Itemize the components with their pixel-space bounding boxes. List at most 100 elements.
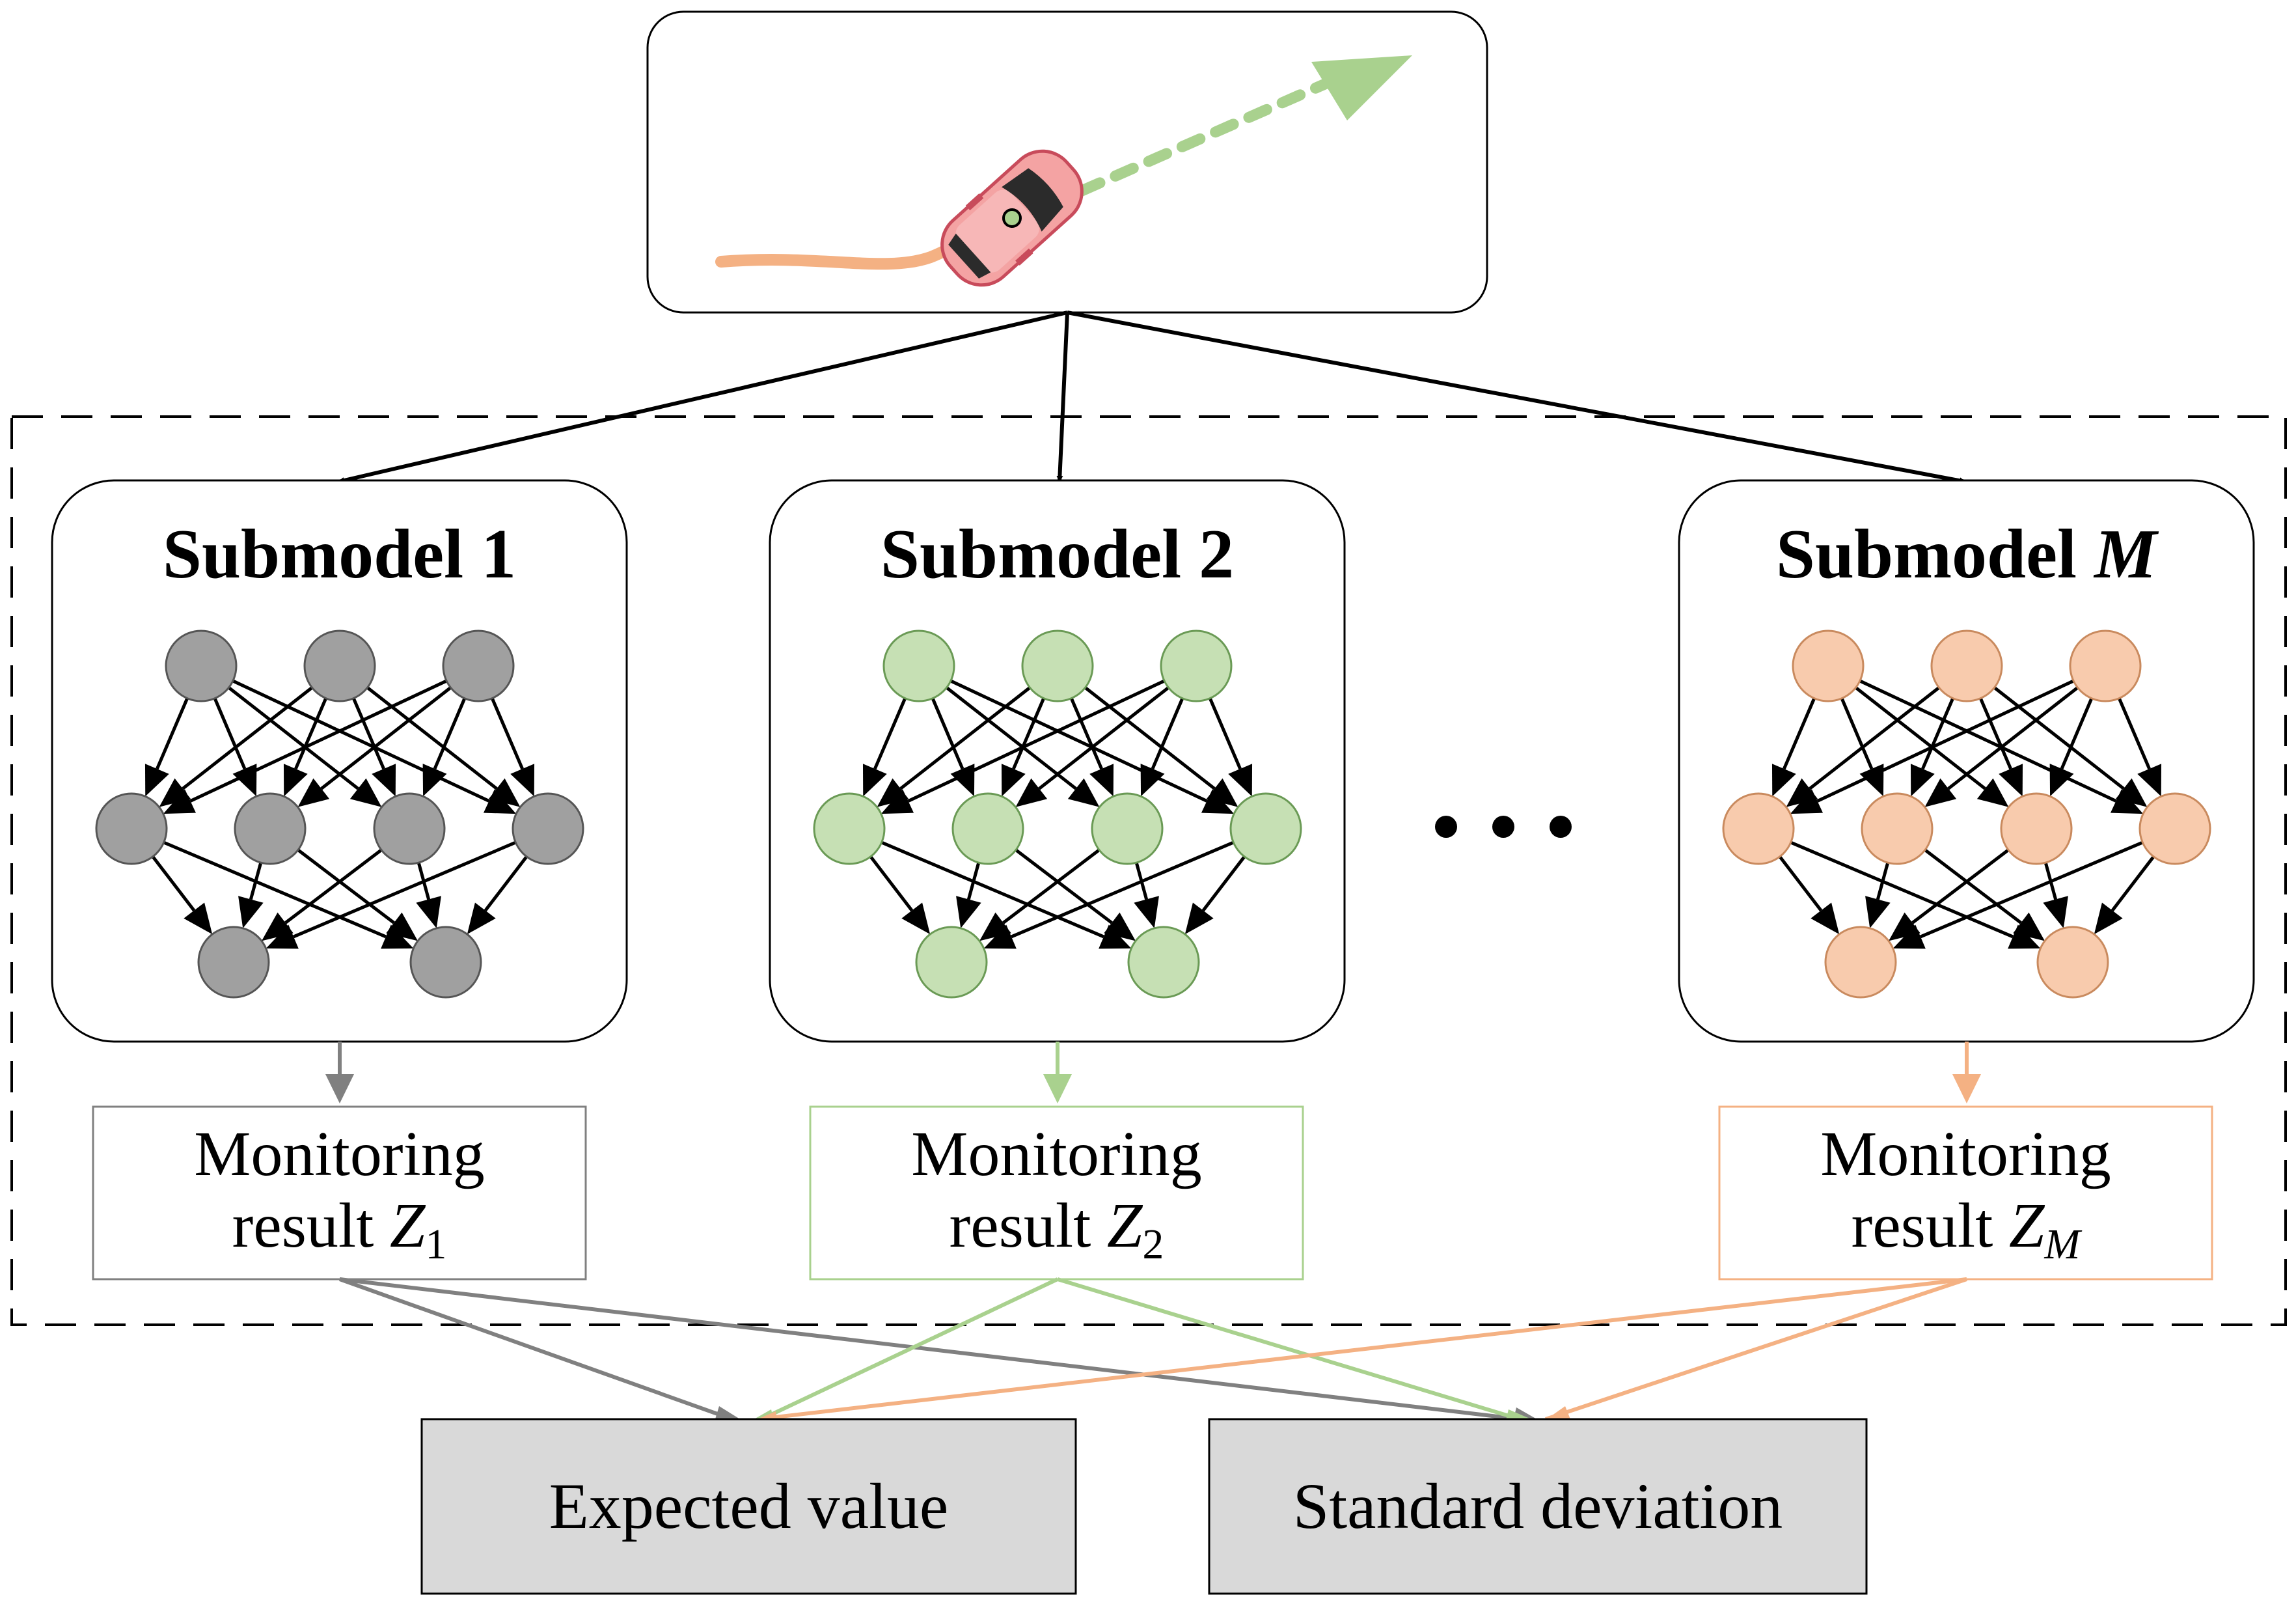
- connection-edge: [249, 862, 263, 900]
- network-node: [197, 926, 270, 999]
- connection-arrowhead: [238, 896, 264, 928]
- connection-edge: [1809, 686, 1940, 790]
- connection-arrowhead: [386, 912, 418, 941]
- connection-edge: [351, 697, 385, 770]
- connection-edge: [1924, 848, 2022, 924]
- connection-arrowhead: [1976, 778, 2009, 807]
- future-trajectory-arrowhead: [1311, 55, 1412, 120]
- connection-arrowhead: [1184, 902, 1214, 935]
- submodel-title-1: Submodel 1: [162, 516, 517, 593]
- connection-edge: [1876, 862, 1890, 900]
- standard-deviation-box: [1208, 1418, 1868, 1595]
- connection-arrowhead: [1134, 896, 1159, 928]
- connection-arrowhead: [983, 924, 1017, 949]
- network-node: [1160, 630, 1233, 702]
- expected-value-label: Expected value: [549, 1470, 949, 1542]
- network-node: [512, 792, 584, 865]
- connection-edge: [869, 855, 914, 912]
- connection-arrowhead: [2043, 896, 2068, 928]
- connection-edge: [284, 848, 383, 924]
- connection-edge: [293, 840, 517, 939]
- connection-edge: [490, 697, 524, 770]
- connection-arrowhead: [881, 789, 914, 814]
- connection-arrowhead: [184, 902, 213, 935]
- connection-edge: [1921, 697, 1955, 770]
- connection-edge: [899, 686, 1031, 790]
- network-node: [1021, 630, 1094, 702]
- network-node: [1930, 630, 2003, 702]
- connection-edge: [1978, 697, 2012, 770]
- network-node: [95, 792, 168, 865]
- result-box-1: [92, 1105, 587, 1281]
- connection-edge: [907, 679, 1166, 803]
- connection-edge: [151, 855, 196, 912]
- neural-network-M: [1722, 630, 2211, 999]
- connection-edge: [1208, 697, 1242, 770]
- connection-arrowhead: [1811, 902, 1840, 935]
- connection-edge: [1151, 697, 1184, 769]
- network-node: [442, 630, 515, 702]
- connection-edge: [1993, 686, 2125, 790]
- connection-edge: [881, 840, 1104, 939]
- neural-network-2: [813, 630, 1302, 999]
- connection-edge: [1038, 686, 1169, 790]
- result-label-1: Monitoring result Z1: [194, 1119, 485, 1268]
- connection-edge: [163, 840, 387, 939]
- result-arrow-1: [325, 1042, 354, 1103]
- connection-arrowhead: [283, 764, 308, 797]
- connection-arrowhead: [1089, 764, 1114, 797]
- network-node: [1824, 926, 1897, 999]
- result-label-M: Monitoring result ZM: [1820, 1119, 2111, 1268]
- network-node: [2000, 792, 2073, 865]
- connection-edge: [1201, 855, 1246, 912]
- connection-arrowhead: [1001, 764, 1026, 797]
- network-node: [2036, 926, 2109, 999]
- connection-arrowhead: [266, 924, 299, 949]
- connection-arrowhead: [1999, 764, 2023, 797]
- submodel-title-2: Submodel 2: [880, 516, 1235, 593]
- network-node: [409, 926, 482, 999]
- network-node: [165, 630, 238, 702]
- connection-edge: [2117, 697, 2151, 770]
- connection-edge: [950, 679, 1208, 803]
- network-node: [234, 792, 307, 865]
- connection-edge: [1783, 697, 1816, 770]
- connection-arrowhead: [1790, 789, 1824, 814]
- connection-arrowhead: [1206, 778, 1238, 807]
- connection-arrowhead: [510, 764, 535, 797]
- network-node: [2069, 630, 2142, 702]
- connection-arrowhead: [1893, 924, 1926, 949]
- connection-edge: [294, 697, 328, 770]
- connection-arrowhead: [862, 764, 887, 797]
- connection-arrowhead: [467, 902, 496, 935]
- result-box-M: [1718, 1105, 2213, 1281]
- connection-arrowhead: [372, 764, 396, 797]
- connection-edge: [873, 697, 907, 770]
- connection-arrowhead: [1140, 764, 1165, 797]
- connection-edge: [1816, 679, 2075, 803]
- connection-edge: [2060, 697, 2094, 769]
- network-node: [1091, 792, 1164, 865]
- network-node: [373, 792, 446, 865]
- result-arrow-2: [1043, 1042, 1072, 1103]
- network-node: [1861, 792, 1934, 865]
- connection-edge: [320, 686, 452, 790]
- connection-arrowhead: [349, 778, 382, 807]
- aggregation-arrows: [338, 1277, 1967, 1421]
- connection-arrowhead: [1015, 778, 1048, 807]
- horizontal-dots-icon: [1435, 816, 1572, 838]
- connection-arrowhead: [1924, 778, 1957, 807]
- connection-arrowhead: [1865, 896, 1891, 928]
- connection-edge: [1012, 697, 1046, 770]
- connection-arrowhead: [144, 764, 169, 797]
- network-node: [1722, 792, 1795, 865]
- connection-arrowhead: [2049, 764, 2074, 797]
- neural-network-1: [95, 630, 584, 999]
- connection-edge: [2111, 855, 2155, 912]
- network-node: [2139, 792, 2211, 865]
- connection-arrowhead: [956, 896, 981, 928]
- connection-edge: [1855, 686, 1986, 790]
- connection-arrowhead: [901, 902, 931, 935]
- connection-edge: [1002, 848, 1100, 924]
